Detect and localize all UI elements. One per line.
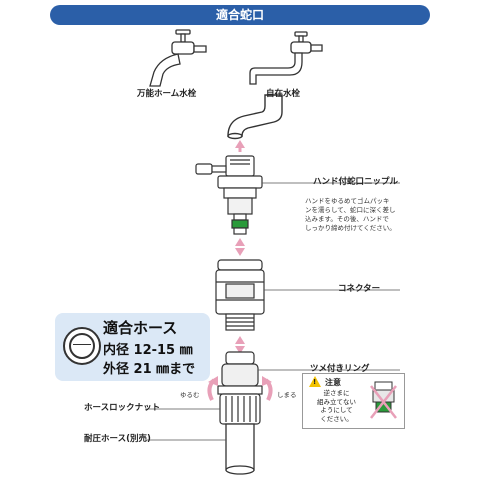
faucet-nipple-part	[195, 155, 263, 235]
caution-title: 注意	[325, 378, 341, 387]
nipple-note-line: しっかり締め付けてください。	[305, 224, 396, 232]
swivel-faucet-label: 自在水栓	[266, 89, 301, 99]
section-header: 適合蛇口	[50, 5, 430, 25]
caution-line: 組み立てない	[317, 397, 356, 406]
connector-label: コネクター	[338, 284, 381, 294]
caution-line: ようにして	[320, 406, 353, 414]
pink-arrows	[235, 140, 245, 354]
loosen-label: ゆるむ	[180, 391, 200, 399]
hose-cross-section-icon	[63, 327, 101, 365]
nipple-label: ハンド付蛇口ニップル	[313, 177, 399, 187]
warning-icon: !	[309, 376, 321, 387]
connector-part	[215, 259, 265, 331]
hose-label: 耐圧ホース(別売)	[84, 434, 151, 444]
swivel-faucet-icon	[249, 31, 323, 85]
hose-part	[225, 423, 255, 475]
universal-faucet-icon	[149, 29, 207, 87]
fit-hose-outer: 外径 21 ㎜まで	[103, 362, 196, 377]
caution-box: ! 注意 逆さまに 組み立てない ようにして ください。	[302, 373, 405, 429]
caution-line: ください。	[320, 414, 353, 423]
faucet-spout-icon	[227, 94, 283, 140]
fit-hose-title: 適合ホース	[103, 319, 178, 337]
lock-nut-label: ホースロックナット	[84, 403, 161, 413]
fit-hose-inner: 内径 12-15 ㎜	[103, 343, 193, 358]
leader-lines	[145, 182, 400, 441]
caution-line: 逆さまに	[323, 389, 350, 397]
nipple-note-line: ンを濡らして、蛇口に深く差し	[305, 206, 396, 214]
ring-label: ツメ付きリング	[310, 364, 370, 374]
nipple-note-line: ハンドをゆるめてゴムパッキ	[305, 197, 390, 205]
universal-faucet-label: 万能ホーム水栓	[137, 89, 197, 99]
nipple-note: ハンドをゆるめてゴムパッキ ンを濡らして、蛇口に深く差し 込みます。その後、ハン…	[305, 197, 396, 233]
nipple-note-line: 込みます。その後、ハンドで	[305, 215, 389, 223]
ring-and-nut-part	[217, 351, 263, 425]
caution-text: 逆さまに 組み立てない ようにして ください。	[309, 389, 364, 423]
upside-down-ring-icon	[370, 381, 397, 419]
tighten-label: しまる	[277, 391, 297, 399]
fit-hose-box: 適合ホース 内径 12-15 ㎜ 外径 21 ㎜まで	[55, 313, 210, 381]
